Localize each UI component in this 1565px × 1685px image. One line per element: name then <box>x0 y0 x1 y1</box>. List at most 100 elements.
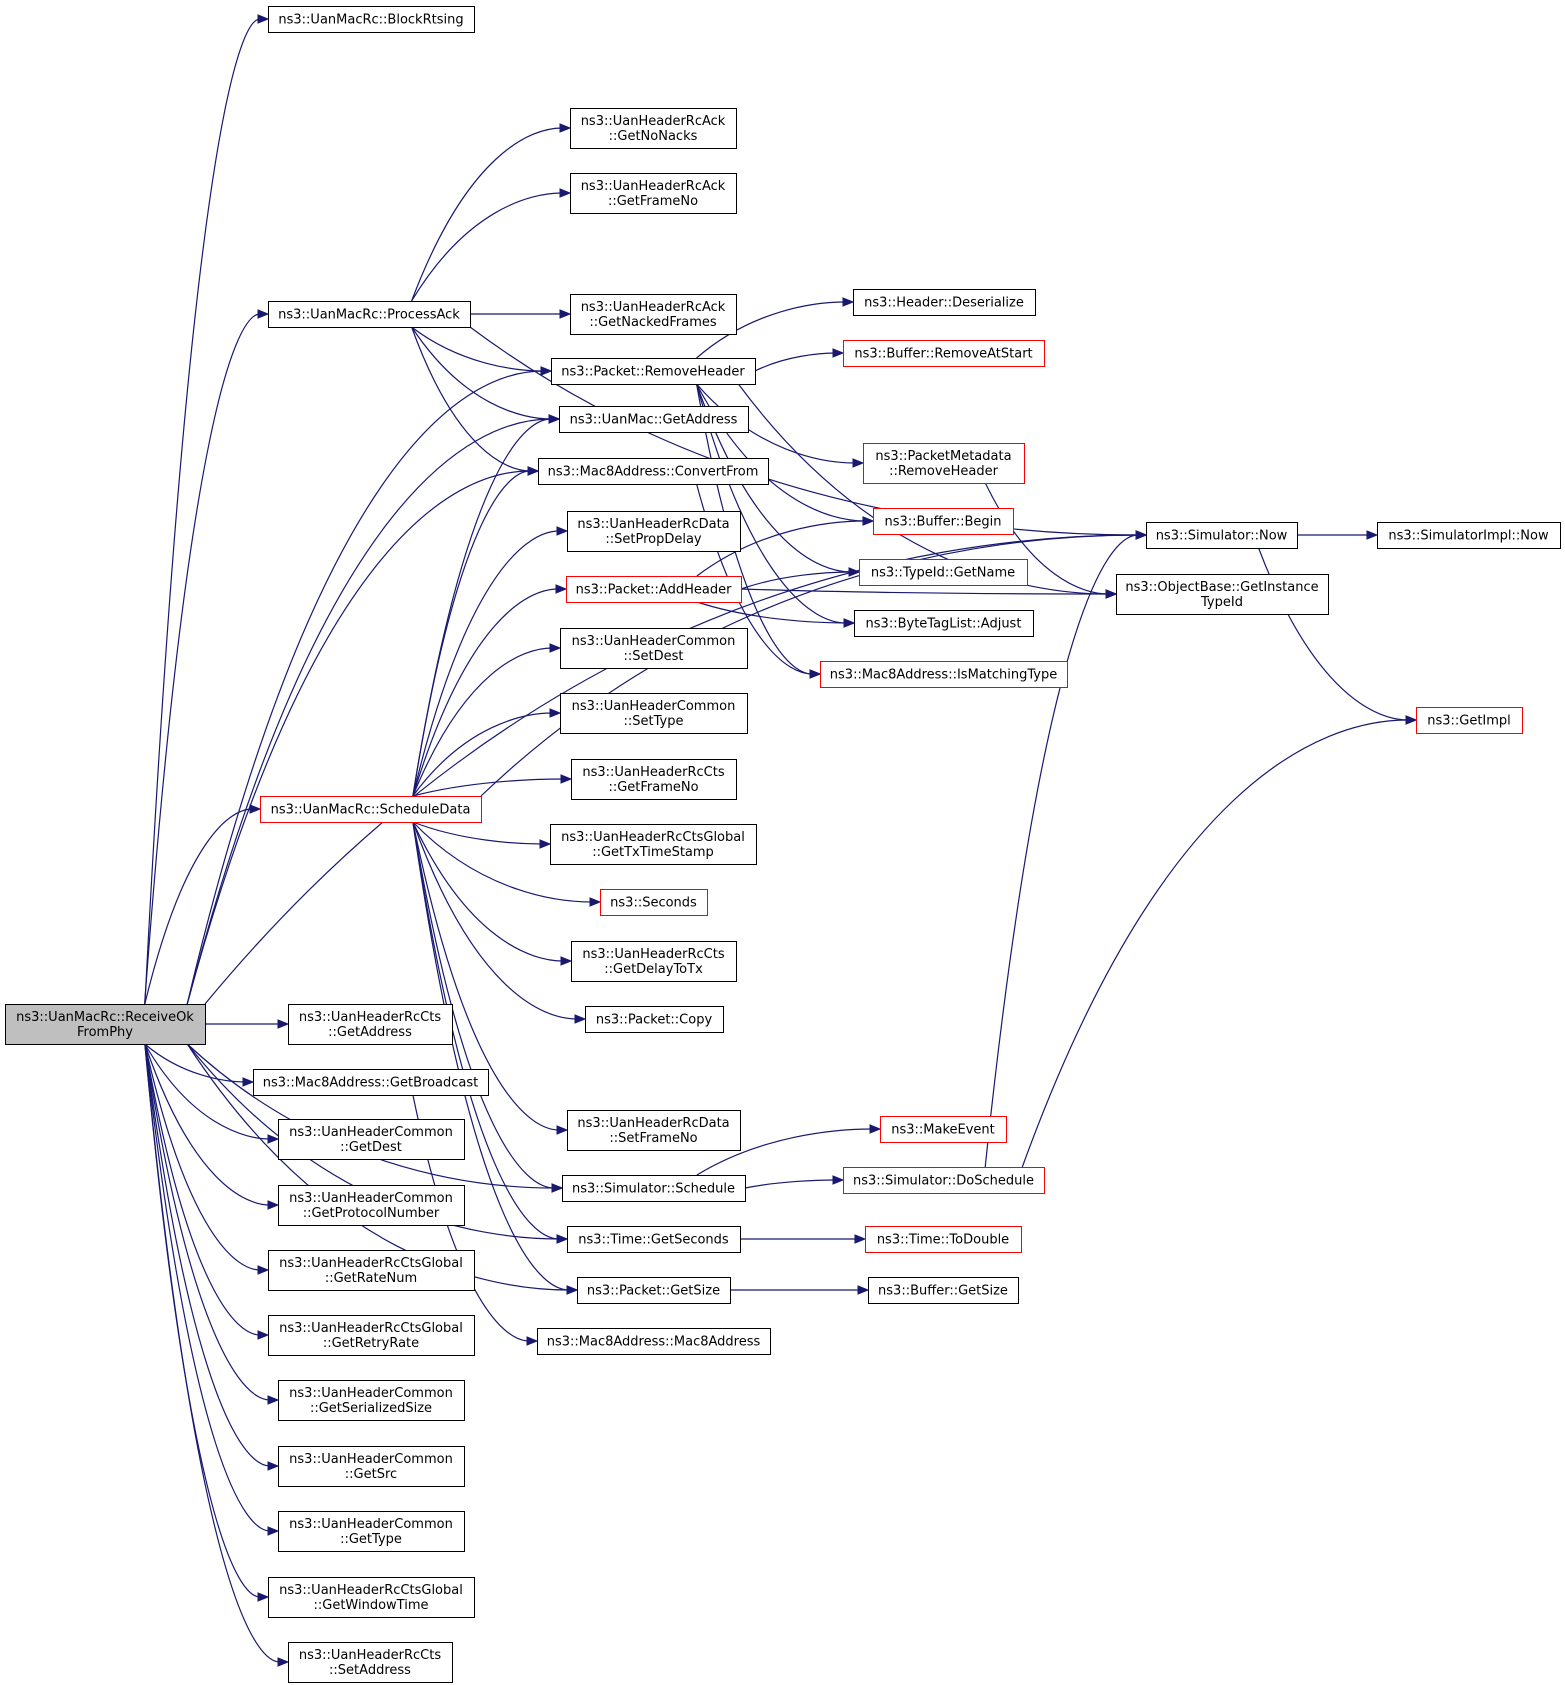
call-edges <box>144 14 1418 1667</box>
node-label: ::RemoveHeader <box>889 464 999 479</box>
node-ctsgetframeno[interactable]: ns3::UanHeaderRcCts::GetFrameNo <box>571 759 737 800</box>
node-metaremoveheader[interactable]: ns3::PacketMetadata::RemoveHeader <box>863 443 1025 484</box>
call-edge <box>144 1043 271 1401</box>
node-getwindowtime[interactable]: ns3::UanHeaderRcCtsGlobal::GetWindowTime <box>268 1577 475 1618</box>
node-commongetproto[interactable]: ns3::UanHeaderCommon::GetProtocolNumber <box>278 1185 465 1226</box>
edge-arrowhead <box>257 14 270 24</box>
node-box <box>843 340 1045 367</box>
node-label: ns3::Simulator::Schedule <box>572 1182 735 1197</box>
node-box <box>268 6 475 33</box>
node-box <box>278 1511 465 1552</box>
call-edge <box>695 383 852 573</box>
node-gettype[interactable]: ns3::UanHeaderCommon::GetType <box>278 1511 465 1552</box>
node-makeevent[interactable]: ns3::MakeEvent <box>880 1116 1007 1143</box>
node-uanmacgetaddr[interactable]: ns3::UanMac::GetAddress <box>559 406 749 433</box>
node-getsrc[interactable]: ns3::UanHeaderCommon::GetSrc <box>278 1446 465 1487</box>
node-label: ::GetDest <box>340 1140 402 1155</box>
node-label: ns3::UanHeaderRcData <box>577 1116 729 1131</box>
node-label: ns3::UanHeaderRcAck <box>581 179 726 194</box>
node-getdelaytotx[interactable]: ns3::UanHeaderRcCts::GetDelayToTx <box>571 941 737 982</box>
call-edge <box>144 1043 261 1598</box>
node-getnackedframes[interactable]: ns3::UanHeaderRcAck::GetNackedFrames <box>570 294 737 335</box>
node-gettxtimestamp[interactable]: ns3::UanHeaderRcCtsGlobal::GetTxTimeStam… <box>550 824 757 865</box>
node-seconds[interactable]: ns3::Seconds <box>600 889 708 916</box>
node-convertfrom[interactable]: ns3::Mac8Address::ConvertFrom <box>538 458 769 485</box>
node-label: ::GetProtocolNumber <box>303 1206 440 1221</box>
node-box <box>571 759 737 800</box>
node-simnow[interactable]: ns3::Simulator::Now <box>1146 522 1298 549</box>
node-removeatstart[interactable]: ns3::Buffer::RemoveAtStart <box>843 340 1045 367</box>
node-blockrts[interactable]: ns3::UanMacRc::BlockRtsing <box>268 6 475 33</box>
call-edge <box>737 383 1109 595</box>
node-removeheader[interactable]: ns3::Packet::RemoveHeader <box>551 358 756 385</box>
node-datasetframeno[interactable]: ns3::UanHeaderRcData::SetFrameNo <box>567 1110 741 1151</box>
node-bufferbegin[interactable]: ns3::Buffer::Begin <box>873 508 1014 535</box>
edge-arrowhead <box>556 1234 569 1244</box>
node-getnonacks[interactable]: ns3::UanHeaderRcAck::GetNoNacks <box>570 108 737 149</box>
node-setpropdelay[interactable]: ns3::UanHeaderRcData::SetPropDelay <box>567 511 741 552</box>
node-label: ns3::UanMacRc::ReceiveOk <box>16 1010 194 1025</box>
edge-arrowhead <box>809 669 822 679</box>
node-box <box>570 294 737 335</box>
node-processack[interactable]: ns3::UanMacRc::ProcessAck <box>268 301 471 328</box>
node-commonsetdest[interactable]: ns3::UanHeaderCommon::SetDest <box>560 628 748 669</box>
node-getratenum[interactable]: ns3::UanHeaderRcCtsGlobal::GetRateNum <box>268 1250 475 1291</box>
call-edge <box>696 1128 873 1176</box>
edge-arrowhead <box>242 1077 255 1087</box>
call-edge <box>204 534 1139 1005</box>
node-typeidgetname[interactable]: ns3::TypeId::GetName <box>859 559 1028 586</box>
call-edge <box>696 301 846 359</box>
node-box <box>1146 522 1298 549</box>
edge-arrowhead <box>527 466 540 476</box>
node-ctssetaddr[interactable]: ns3::UanHeaderRcCts::SetAddress <box>288 1642 453 1683</box>
edge-arrowhead <box>574 1014 587 1024</box>
edge-arrowhead <box>267 1395 280 1405</box>
node-box <box>268 1577 475 1618</box>
node-getretryrate[interactable]: ns3::UanHeaderRcCtsGlobal::GetRetryRate <box>268 1315 475 1356</box>
node-box <box>278 1185 465 1226</box>
node-schedule[interactable]: ns3::Simulator::Schedule <box>562 1175 746 1202</box>
node-label: ns3::Simulator::Now <box>1156 529 1288 544</box>
call-edge <box>744 1179 836 1189</box>
node-label: ns3::UanHeaderCommon <box>289 1191 453 1206</box>
call-edge <box>696 383 856 464</box>
node-timegetseconds[interactable]: ns3::Time::GetSeconds <box>567 1226 741 1253</box>
node-packetgetsize[interactable]: ns3::Packet::GetSize <box>577 1277 731 1304</box>
node-ismatchingtype[interactable]: ns3::Mac8Address::IsMatchingType <box>820 661 1068 688</box>
node-mac8address[interactable]: ns3::Mac8Address::Mac8Address <box>537 1328 771 1355</box>
node-commongetdest[interactable]: ns3::UanHeaderCommon::GetDest <box>278 1119 465 1160</box>
node-todouble[interactable]: ns3::Time::ToDouble <box>865 1226 1022 1253</box>
node-box <box>559 406 749 433</box>
node-box <box>560 693 748 734</box>
edge-arrowhead <box>551 1183 564 1193</box>
node-label: ns3::Seconds <box>610 896 697 911</box>
node-addheader[interactable]: ns3::Packet::AddHeader <box>566 576 742 603</box>
node-scheduledata[interactable]: ns3::UanMacRc::ScheduleData <box>260 796 482 823</box>
edge-arrowhead <box>267 1200 280 1210</box>
call-edge <box>144 1043 246 1083</box>
node-label: ::GetSrc <box>345 1467 397 1482</box>
node-packetcopy[interactable]: ns3::Packet::Copy <box>585 1006 724 1033</box>
edge-arrowhead <box>832 348 845 358</box>
call-edge <box>144 313 261 1005</box>
node-bytetagadjust[interactable]: ns3::ByteTagList::Adjust <box>854 610 1034 637</box>
node-doschedule[interactable]: ns3::Simulator::DoSchedule <box>843 1167 1045 1194</box>
node-simimplnow[interactable]: ns3::SimulatorImpl::Now <box>1377 522 1561 549</box>
node-getserialsize[interactable]: ns3::UanHeaderCommon::GetSerializedSize <box>278 1380 465 1421</box>
node-ackgetframeno[interactable]: ns3::UanHeaderRcAck::GetFrameNo <box>570 173 737 214</box>
node-ctsgetaddr[interactable]: ns3::UanHeaderRcCts::GetAddress <box>288 1004 453 1045</box>
node-commonsettype[interactable]: ns3::UanHeaderCommon::SetType <box>560 693 748 734</box>
node-label: ::SetDest <box>624 649 684 664</box>
node-box <box>288 1004 453 1045</box>
node-getbroadcast[interactable]: ns3::Mac8Address::GetBroadcast <box>253 1069 489 1096</box>
node-label: ns3::Mac8Address::IsMatchingType <box>830 668 1057 683</box>
node-getimpl[interactable]: ns3::GetImpl <box>1416 707 1523 734</box>
node-buffergetsize[interactable]: ns3::Buffer::GetSize <box>868 1277 1019 1304</box>
node-deserialize[interactable]: ns3::Header::Deserialize <box>853 289 1036 316</box>
node-label: ns3::Packet::AddHeader <box>576 583 732 598</box>
call-edge <box>412 470 531 797</box>
node-label: ns3::MakeEvent <box>891 1123 995 1138</box>
node-label: TypeId <box>1200 595 1243 610</box>
